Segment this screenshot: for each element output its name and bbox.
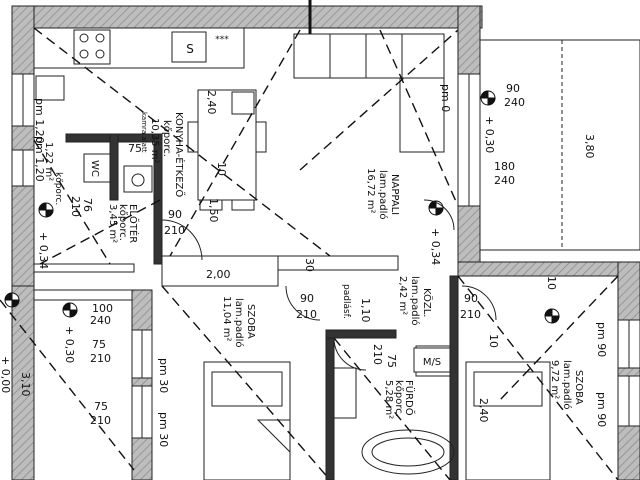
kitchen-name: KONYHA-ÉTKEZŐ [173,112,187,197]
interior-walls [33,133,459,480]
dim-door-width-a: 90 [168,208,182,221]
door-swings [161,199,497,371]
bed-room1 [203,361,291,480]
dim-110: 1,10 [359,298,372,323]
dim-door-height-f: 210 [371,344,384,365]
dim-10c: 10 [545,276,558,290]
dim-10b: 10 [487,334,500,348]
room2-name: SZOBA [573,370,584,405]
wc-floor: kőporc. [53,172,63,205]
wc-area: 1,22 m² [43,142,54,181]
dim-door-height-e: 210 [69,196,82,217]
sofa [293,33,445,153]
living-name: NAPPALI [389,174,400,215]
dim-door-width-d: 75 [128,142,142,155]
dim-level-pm0: pm 0 [439,84,452,112]
bath-floor: kőporc. [393,380,405,417]
bed-room2 [465,361,551,480]
corridor-floor: lam.padló [409,276,421,326]
dim-pm120a: pm 1,20 [33,98,46,144]
dim-10a: 10 [215,162,228,176]
exterior-walls [11,5,640,480]
dim-door-width-c: 90 [464,292,478,305]
dim-door-width-b: 90 [300,292,314,305]
entry-name: ELŐTÉR [127,204,141,243]
dim-310: 3,10 [19,372,32,397]
sink-label: S [186,42,194,56]
appliance-marks: *** [215,35,229,45]
dim-door-width-f: 75 [385,354,398,368]
dim-window-width-b: 180 [494,160,515,173]
dim-level-030b: + 0,30 [63,326,76,363]
room2-floor: lam.padló [561,360,573,410]
dim-window-height-b: 240 [494,174,515,187]
dim-150: 1,50 [207,198,220,223]
dim-level-034a: + 0,34 [429,228,442,265]
entry-area: 3,45 m² [107,204,118,243]
living-area: 16,72 m² [365,168,376,214]
dim-window-height-a: 240 [504,96,525,109]
dim-door-width-e: 76 [81,198,94,212]
wc-name: WC [89,160,100,177]
dim-level-030a: + 0,30 [483,116,496,153]
bath-name: FÜRDŐ [403,380,417,416]
dim-door-height-c: 210 [460,308,481,321]
windows [11,73,640,439]
terrace [479,39,640,251]
corridor-area: 2,42 m² [397,276,408,315]
dim-240d: 2,40 [477,398,490,423]
living-floor: lam.padló [377,170,389,220]
dim-pm30a: pm 30 [157,358,170,393]
dim-pm120b: pm 1,20 [33,136,46,182]
dim-door-height-a: 210 [164,224,185,237]
dim-window-width-a: 90 [506,82,520,95]
dim-window-width-d: 75 [92,338,106,351]
dim-window-height-e: 210 [90,414,111,427]
dim-terrace-380: 3,80 [583,134,596,159]
dim-door-height-b: 210 [296,308,317,321]
dim-level-000: + 0,00 [0,356,12,393]
kitchen-counter [33,27,245,69]
guide-lines [0,27,619,480]
dim-pm90a: pm 90 [595,322,608,357]
room1-area: 11,04 m² [221,296,232,342]
dim-wall-200: 2,00 [206,268,231,281]
dim-level-034b: + 0,34 [37,232,50,269]
dim-pm30b: pm 30 [157,412,170,447]
room1-floor: lam.padló [233,298,245,348]
dim-attic: padlásf. [341,284,351,319]
dim-window-width-c: 100 [92,302,113,315]
wc-fixtures [35,75,153,193]
room2-area: 9,72 m² [549,360,560,399]
dim-window-width-e: 75 [94,400,108,413]
entry-floor: kőporc. [117,204,129,241]
dining-table [187,89,267,211]
dim-window-height-d: 210 [90,352,111,365]
dim-30: 30 [303,258,316,272]
dim-height-240: 2,40 [205,90,218,115]
boiler-label: M/S [423,357,441,368]
dim-window-height-c: 240 [90,314,111,327]
boiler-box [413,347,451,373]
dim-pm90b: pm 90 [595,392,608,427]
corridor-name: KÖZL. [421,288,434,317]
room1-name: SZOBA [245,304,256,339]
bath-area: 5,28 m² [383,380,394,419]
kitchen-note: kamra alatt [140,112,148,153]
kitchen-floor: kőporc. [161,120,173,157]
kitchen-area: 10,35 m² [149,118,160,164]
